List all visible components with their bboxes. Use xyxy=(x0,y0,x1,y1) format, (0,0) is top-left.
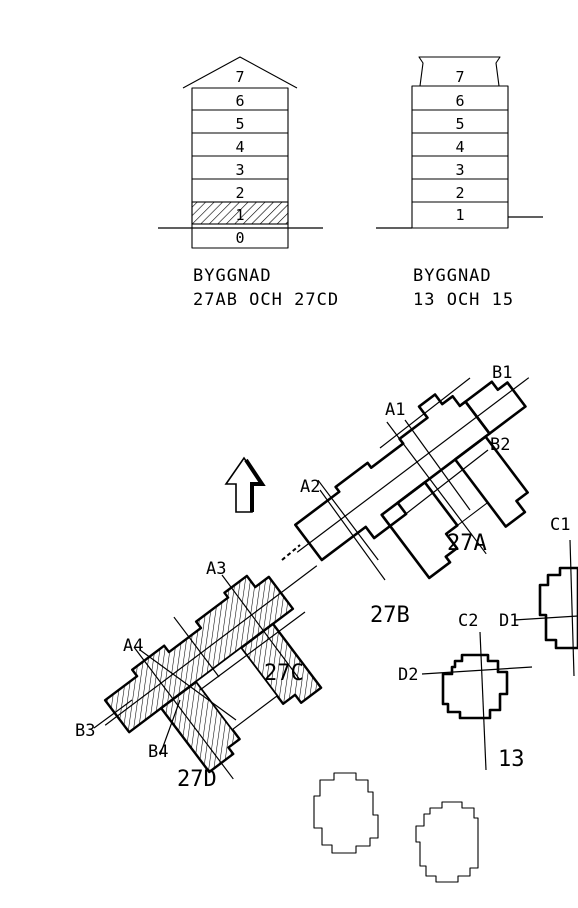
section-line-a4 xyxy=(139,649,237,721)
floor-number: 5 xyxy=(235,115,244,133)
building-outline-bottom-right xyxy=(415,801,479,883)
section-line-d2 xyxy=(421,666,533,675)
floor-number: 3 xyxy=(455,161,464,179)
floor-number: 7 xyxy=(235,68,244,86)
floor-number: 3 xyxy=(235,161,244,179)
building-13-plan xyxy=(421,631,533,771)
floor-number: 4 xyxy=(455,138,464,156)
label-a2: A2 xyxy=(300,477,320,497)
caption-line-1: BYGGNAD xyxy=(193,266,272,286)
roof xyxy=(182,56,298,89)
floor-number: 0 xyxy=(235,229,244,247)
section-line-a2 xyxy=(319,489,386,581)
caption-line-1: BYGGNAD xyxy=(413,266,492,286)
elevation-right: 7 6 5 4 3 2 1 BYGGNAD 13 OCH 15 xyxy=(376,56,543,310)
connector-line xyxy=(281,544,301,561)
section-line-a3 xyxy=(221,574,301,681)
section-line-a1 xyxy=(404,419,471,511)
label-27c: 27C xyxy=(264,661,304,686)
section-line-c xyxy=(199,611,306,691)
label-a1: A1 xyxy=(385,400,405,420)
label-13: 13 xyxy=(498,747,525,772)
penthouse xyxy=(418,56,501,87)
label-c1: C1 xyxy=(550,515,570,535)
section-line-b1 xyxy=(379,377,471,449)
label-d1: D1 xyxy=(499,611,519,631)
floor-number: 7 xyxy=(455,68,464,86)
building-outline xyxy=(411,85,509,229)
floor-number: 2 xyxy=(235,184,244,202)
section-line-b3 xyxy=(93,699,133,729)
caption-line-2: 13 OCH 15 xyxy=(413,290,514,310)
label-b2: B2 xyxy=(490,435,510,455)
floor-number: 1 xyxy=(455,206,464,224)
label-a3: A3 xyxy=(206,559,226,579)
label-c2: C2 xyxy=(458,611,478,631)
label-a4: A4 xyxy=(123,636,143,656)
building-outline-bottom-left xyxy=(313,772,379,854)
building-outline xyxy=(191,87,289,249)
floor-number: 6 xyxy=(455,92,464,110)
caption-line-2: 27AB OCH 27CD xyxy=(193,290,339,310)
label-b1: B1 xyxy=(492,363,512,383)
section-line-b4 xyxy=(159,699,181,756)
floor-number: 4 xyxy=(235,138,244,156)
label-b4: B4 xyxy=(148,742,168,762)
label-27a: 27A xyxy=(447,531,487,556)
section-line-c2 xyxy=(479,631,487,771)
building-15-plan xyxy=(513,539,578,677)
label-b3: B3 xyxy=(75,721,95,741)
building-27ab-plan xyxy=(294,377,530,580)
floor-number: 5 xyxy=(455,115,464,133)
label-27b: 27B xyxy=(370,603,410,628)
section-line-d1 xyxy=(513,615,578,621)
label-27d: 27D xyxy=(177,767,217,792)
north-arrow-icon xyxy=(224,456,266,513)
floor-number: 1 xyxy=(235,206,244,224)
floor-number: 2 xyxy=(455,184,464,202)
floor-number: 6 xyxy=(235,92,244,110)
elevation-left: 7 6 5 4 3 2 1 0 BYGGNAD 27AB OCH 27CD xyxy=(158,56,339,310)
section-line-c1 xyxy=(569,539,575,677)
section-line-b2 xyxy=(397,449,489,521)
building-27cd-plan xyxy=(103,565,323,780)
label-d2: D2 xyxy=(398,665,418,685)
